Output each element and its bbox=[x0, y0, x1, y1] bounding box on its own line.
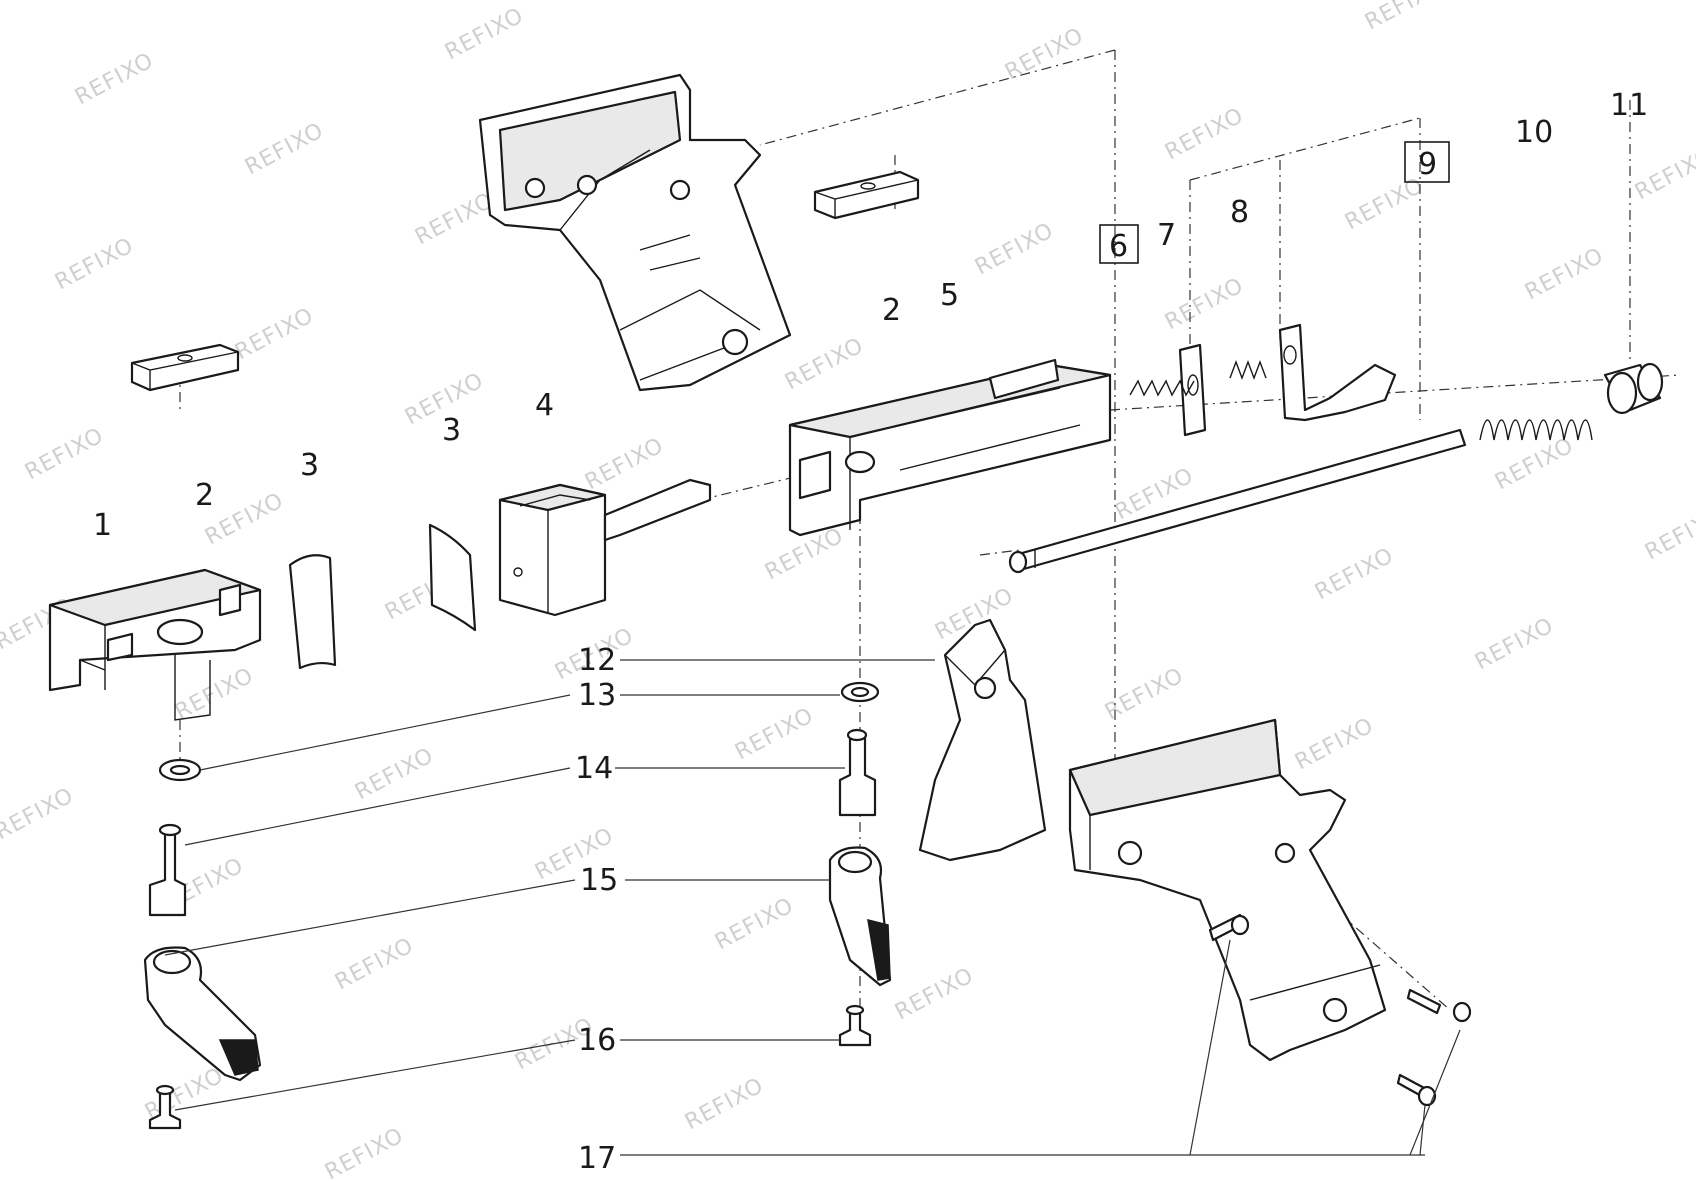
label-10: 10 bbox=[1515, 115, 1553, 150]
part-9-rod bbox=[1008, 428, 1467, 574]
watermark: REFIXO bbox=[321, 1123, 408, 1181]
part-8-spring bbox=[1229, 360, 1267, 380]
watermark: REFIXO bbox=[1101, 663, 1188, 725]
part-8-lever bbox=[1278, 323, 1397, 422]
part-7-spring bbox=[1129, 379, 1195, 397]
label-15: 15 bbox=[580, 863, 618, 898]
label-2: 2 bbox=[195, 478, 214, 513]
watermark: REFIXO bbox=[411, 188, 498, 250]
label-11: 11 bbox=[1610, 88, 1648, 123]
watermark: REFIXO bbox=[331, 933, 418, 995]
part-10-spring bbox=[1479, 419, 1593, 441]
part-17-screw-3 bbox=[1396, 1073, 1437, 1107]
label-2: 2 bbox=[882, 293, 901, 328]
part-16-rivet-left bbox=[148, 1084, 182, 1130]
watermark: REFIXO bbox=[441, 3, 528, 65]
watermark: REFIXO bbox=[1001, 23, 1088, 85]
watermark: REFIXO bbox=[201, 488, 288, 550]
label-17: 17 bbox=[578, 1141, 616, 1176]
label-14: 14 bbox=[575, 751, 613, 786]
watermark: REFIXO bbox=[231, 303, 318, 365]
part-6-top-grip-housing bbox=[478, 73, 792, 392]
watermark: REFIXO bbox=[1361, 0, 1448, 35]
label-3: 3 bbox=[300, 448, 319, 483]
label-3: 3 bbox=[442, 413, 461, 448]
watermark: REFIXO bbox=[711, 893, 798, 955]
watermark: REFIXO bbox=[681, 1073, 768, 1135]
part-3-plate-right bbox=[428, 523, 477, 632]
watermark: REFIXO bbox=[1471, 613, 1558, 675]
label-7: 7 bbox=[1157, 218, 1176, 253]
part-5-slide-frame bbox=[788, 358, 1112, 537]
bottom-grip-housing bbox=[1068, 718, 1387, 1062]
watermark: REFIXO bbox=[51, 233, 138, 295]
label-5: 5 bbox=[940, 278, 959, 313]
watermark: REFIXO bbox=[1641, 503, 1696, 565]
label-12: 12 bbox=[578, 643, 616, 678]
watermark: REFIXO bbox=[171, 663, 258, 725]
label-box-9 bbox=[1404, 141, 1450, 183]
watermark: REFIXO bbox=[241, 118, 328, 180]
watermark: REFIXO bbox=[1491, 433, 1578, 495]
watermark: REFIXO bbox=[71, 48, 158, 110]
part-15-lever-right bbox=[828, 846, 892, 987]
part-7-plate bbox=[1178, 343, 1207, 437]
label-4: 4 bbox=[535, 388, 554, 423]
watermark: REFIXO bbox=[1631, 143, 1696, 205]
part-13-washer-left bbox=[158, 758, 202, 782]
label-8: 8 bbox=[1230, 195, 1249, 230]
watermark: REFIXO bbox=[21, 423, 108, 485]
label-box-6 bbox=[1099, 224, 1139, 264]
watermark: REFIXO bbox=[731, 703, 818, 765]
label-16: 16 bbox=[578, 1023, 616, 1058]
part-4-sleeve bbox=[498, 478, 712, 617]
watermark: REFIXO bbox=[781, 333, 868, 395]
part-14-pin-right bbox=[838, 728, 877, 817]
label-9: 9 bbox=[1418, 147, 1437, 182]
part-number-labels: 1 2 3 3 4 2 5 6 7 8 9 10 11 12 13 14 15 … bbox=[93, 88, 1648, 1176]
watermark: REFIXO bbox=[141, 1063, 228, 1125]
label-6: 6 bbox=[1109, 229, 1128, 264]
watermark: REFIXO bbox=[971, 218, 1058, 280]
assembly-lines bbox=[179, 49, 1681, 1020]
part-1-base-housing bbox=[48, 568, 262, 721]
part-15-lever-left bbox=[143, 946, 262, 1082]
part-14-pin-left bbox=[148, 823, 187, 917]
part-11-cap bbox=[1603, 362, 1664, 415]
watermark: REFIXO bbox=[0, 783, 78, 845]
watermark: REFIXO bbox=[351, 743, 438, 805]
watermark: REFIXO bbox=[1311, 543, 1398, 605]
watermark: REFIXO bbox=[1521, 243, 1608, 305]
watermark: REFIXO bbox=[581, 433, 668, 495]
part-12-trigger bbox=[918, 618, 1047, 862]
watermark: REFIXO bbox=[1291, 713, 1378, 775]
part-16-rivet-right bbox=[838, 1004, 872, 1047]
leader-lines bbox=[164, 659, 1461, 1156]
watermark: REFIXO bbox=[1161, 273, 1248, 335]
label-13: 13 bbox=[578, 678, 616, 713]
label-1: 1 bbox=[93, 508, 112, 543]
part-13-washer-right bbox=[840, 681, 880, 703]
part-2-block-left bbox=[130, 343, 240, 392]
watermark: REFIXO bbox=[891, 963, 978, 1025]
part-3-plate-left bbox=[288, 554, 337, 670]
part-17-screw-2 bbox=[1406, 988, 1472, 1023]
part-2-block-right bbox=[813, 170, 920, 220]
watermark: REFIXO bbox=[1161, 103, 1248, 165]
part-17-screw-1 bbox=[1208, 913, 1250, 942]
